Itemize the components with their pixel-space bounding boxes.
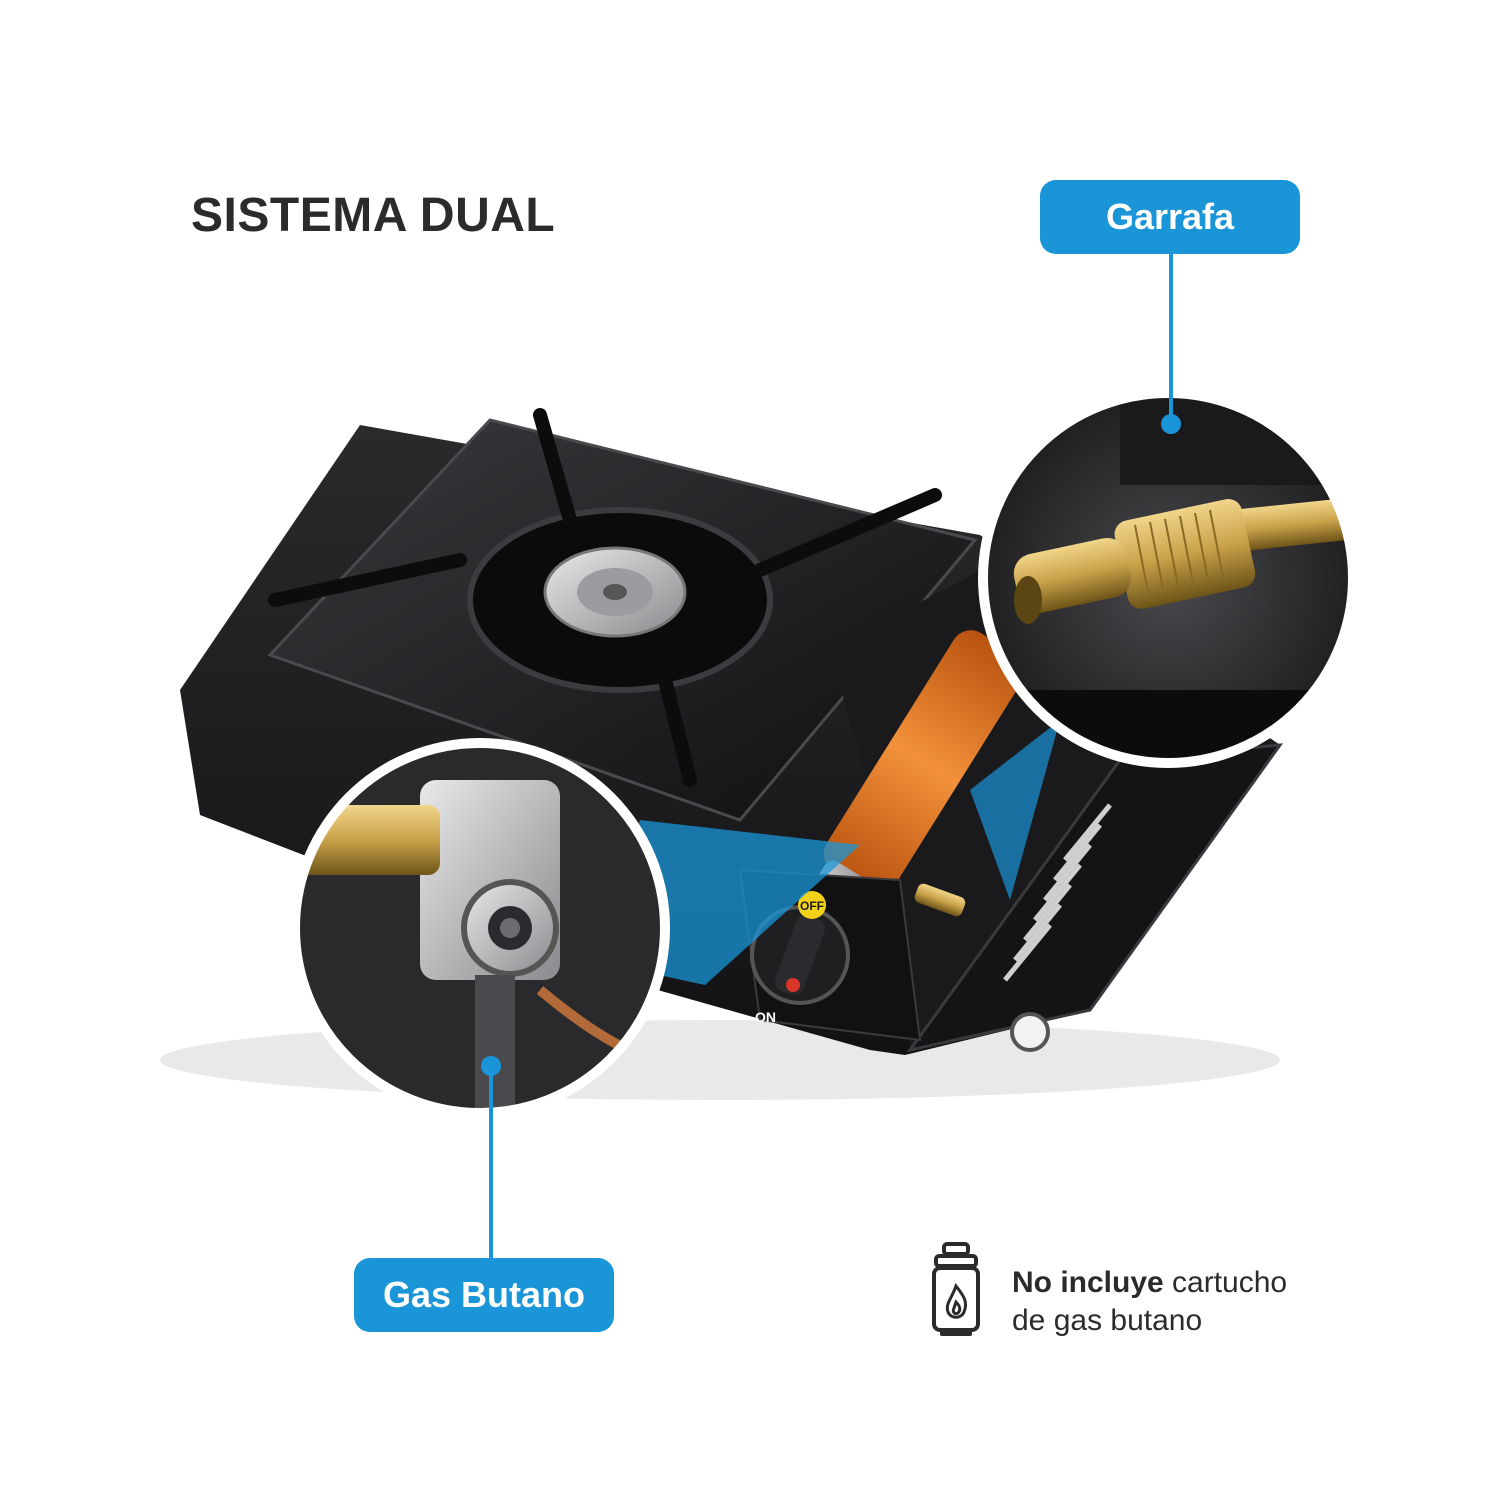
disclaimer-note: No incluye cartucho de gas butano	[1012, 1264, 1287, 1340]
garrafa-callout: Garrafa	[1040, 180, 1300, 254]
butano-connector-dot	[481, 1056, 501, 1076]
gas-cartridge-icon	[932, 1242, 980, 1336]
note-line2: de gas butano	[1012, 1304, 1203, 1337]
butano-connector-line	[489, 1066, 493, 1258]
knob-on-label: ON	[755, 1009, 776, 1025]
note-bold: No incluye	[1012, 1266, 1164, 1299]
garrafa-connector-line	[1169, 254, 1173, 424]
note-rest-line1: cartucho	[1163, 1266, 1288, 1299]
flame-icon	[945, 1282, 968, 1319]
garrafa-connector-dot	[1161, 414, 1181, 434]
knob-off-label: OFF	[800, 899, 824, 913]
page-title: SISTEMA DUAL	[191, 189, 556, 242]
gas-butano-callout: Gas Butano	[354, 1258, 614, 1332]
